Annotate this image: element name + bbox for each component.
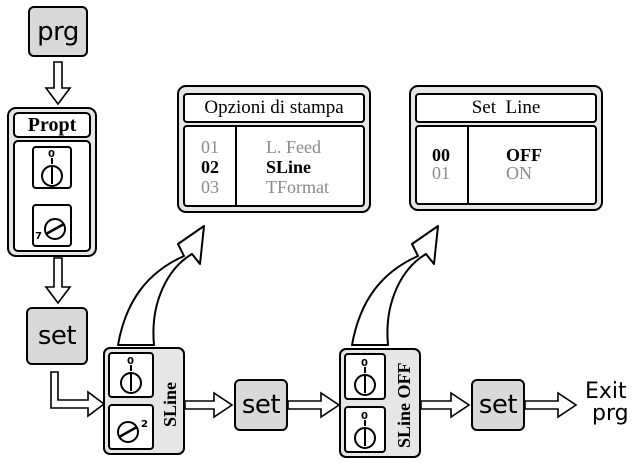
curved-arrow-up-icon [117,225,205,346]
prg-key: prg [28,6,88,57]
dial-digit: 0 [48,149,55,160]
menu-item-num: 02 [201,157,219,177]
sline-superscript: 2 [141,419,148,430]
sline-off-vertical-label: SLine OFF [394,362,414,448]
set-line-menu [409,85,603,211]
arrow-down-icon [44,61,72,106]
menu-item-num: 00 [432,145,450,165]
arrow-down-icon [44,257,72,305]
exit-label: Exit [585,379,627,404]
menu-item-label: OFF [506,145,542,165]
exit-prg-label: prg [592,401,629,426]
dial-digit: 0 [127,356,134,367]
menu-item-label: SLine [266,157,312,177]
arrow-right-icon [420,391,471,419]
menu-item-num: 01 [201,137,219,157]
menu-item-label: L. Feed [266,137,321,157]
arrow-right-icon [524,391,578,419]
sline-vertical-label: SLine [160,381,180,427]
set-key: set [26,307,88,365]
curved-arrow-up-icon [351,225,439,346]
set-line-title: Set Line [471,97,541,118]
set-key: set [234,379,288,431]
print-options-title: Opzioni di stampa [204,97,344,118]
menu-item-num: 01 [432,163,450,183]
dial-digit: 0 [361,358,368,369]
dial-digit: 0 [361,411,368,422]
menu-item-label: TFormat [266,177,329,197]
arrow-elbow-icon [50,371,106,418]
print-options-menu [177,85,371,213]
menu-item-label: ON [506,163,532,183]
set-key: set [471,379,525,431]
dial-right-icon [116,420,140,444]
propt-subscript: 7 [35,231,42,242]
arrow-right-icon [184,391,234,419]
menu-item-num: 03 [201,177,219,197]
dial-right-icon [43,217,67,241]
arrow-right-icon [287,391,341,419]
propt-title: Propt [27,114,77,136]
